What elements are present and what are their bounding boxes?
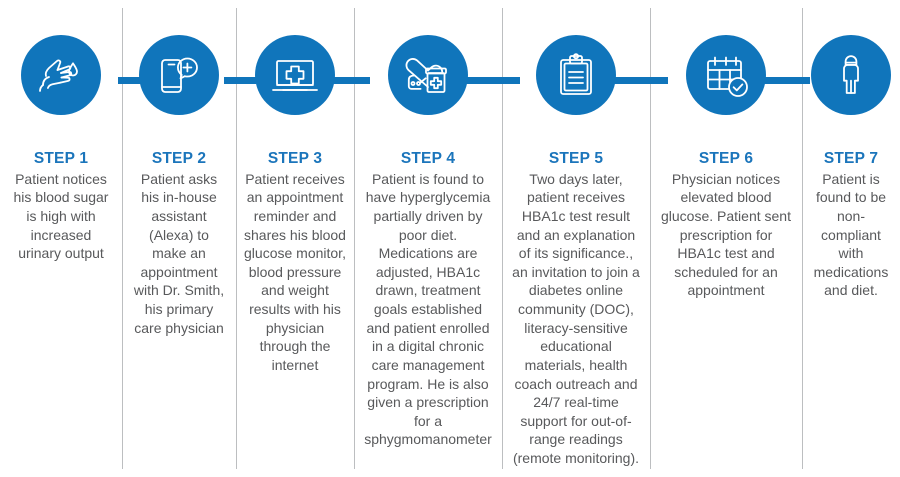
person-standing-icon [825,49,877,101]
column-divider-2 [236,8,237,469]
step-4-label: STEP 4 [400,150,456,167]
step-6-icon-wrap [656,0,796,150]
step-5-text: Two days later, patient receives HBA1c t… [512,170,640,466]
step-item-5: STEP 5 Two days later, patient receives … [502,0,650,477]
step-1-icon-wrap [6,0,116,150]
step-7-label: STEP 7 [823,150,879,167]
step-2-text: Patient asks his in-house assistant (Ale… [133,170,225,336]
step-2-label: STEP 2 [151,150,207,167]
step-1-text: Patient notices his blood sugar is high … [13,170,109,262]
step-3-icon-wrap [242,0,348,150]
connector-rail-4-5 [460,77,520,84]
step-item-4: STEP 4 Patient is found to have hypergly… [354,0,502,477]
step-3-circle [255,35,335,115]
step-1-circle [21,35,101,115]
column-divider-4 [502,8,503,469]
step-3-label: STEP 3 [267,150,323,167]
connector-rail-5-6 [608,77,668,84]
step-item-2: STEP 2 Patient asks his in-house assista… [122,0,236,477]
step-4-circle [388,35,468,115]
step-5-circle [536,35,616,115]
step-6-text: Physician notices elevated blood glucose… [661,170,791,299]
column-divider-1 [122,8,123,469]
smartphone-chat-plus-icon [153,49,205,101]
step-6-circle [686,35,766,115]
column-divider-3 [354,8,355,469]
hand-blood-drop-icon [35,49,87,101]
heart-monitor-pill-bottle-icon [402,49,454,101]
column-divider-5 [650,8,651,469]
step-4-text: Patient is found to have hyperglycemia p… [364,170,492,448]
step-item-6: STEP 6 Physician notices elevated blood … [650,0,802,477]
calendar-check-icon [700,49,752,101]
step-2-icon-wrap [128,0,230,150]
laptop-medical-cross-icon [269,49,321,101]
step-7-icon-wrap [808,0,894,150]
connector-rail-3-4 [330,77,370,84]
step-item-7: STEP 7 Patient is found to be non-compli… [802,0,900,477]
connector-rail-2-3 [224,77,256,84]
step-6-label: STEP 6 [698,150,754,167]
step-7-text: Patient is found to be non-compliant wit… [813,170,889,299]
column-divider-6 [802,8,803,469]
step-item-1: STEP 1 Patient notices his blood sugar i… [0,0,122,477]
step-7-circle [811,35,891,115]
step-3-text: Patient receives an appointment reminder… [244,170,346,373]
step-2-circle [139,35,219,115]
step-5-icon-wrap [508,0,644,150]
step-4-icon-wrap [360,0,496,150]
clipboard-icon [550,49,602,101]
connector-rail-6-7 [758,77,810,84]
connector-rail-1-2 [118,77,150,84]
step-item-3: STEP 3 Patient receives an appointment r… [236,0,354,477]
step-5-label: STEP 5 [548,150,604,167]
step-1-label: STEP 1 [33,150,89,167]
